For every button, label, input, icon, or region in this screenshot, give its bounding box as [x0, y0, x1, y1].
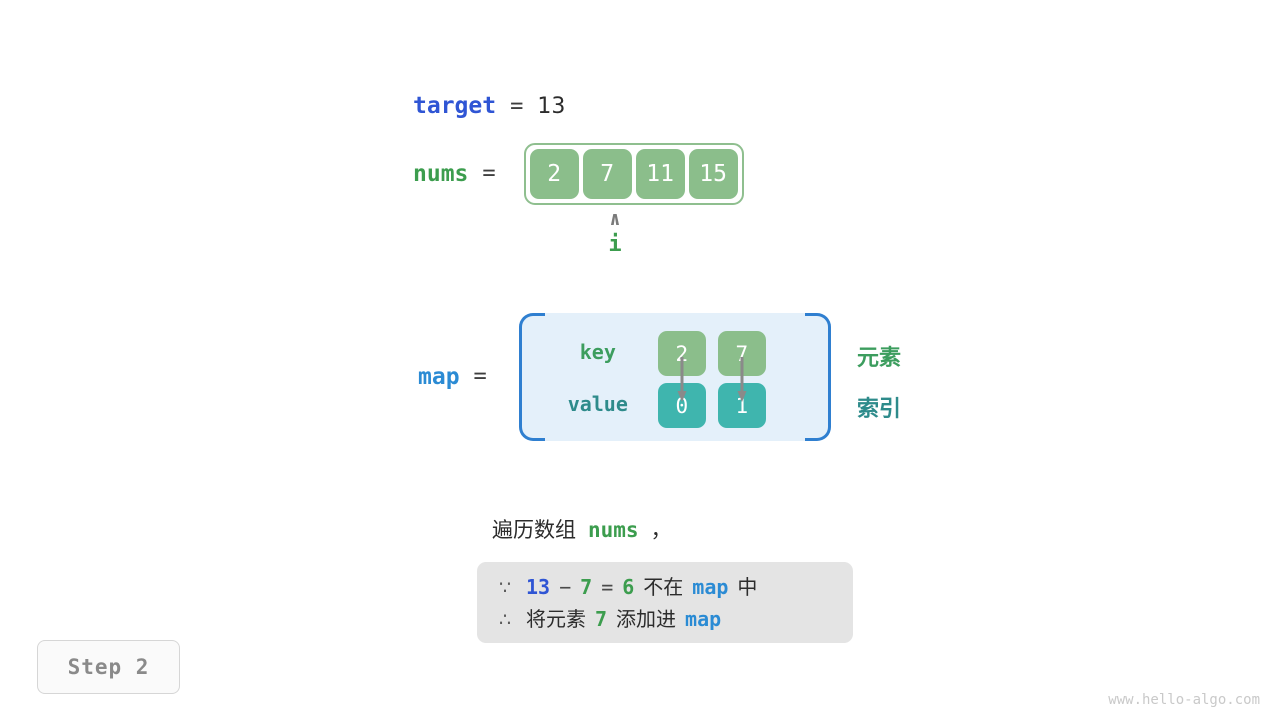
- nums-array-frame: 2 7 11 15: [523, 143, 744, 205]
- pointer-label-i: i: [608, 232, 622, 257]
- map-entry-column: 2 0: [657, 331, 706, 428]
- note-line-2: ∴ 将元素 7 添加进 map: [499, 603, 831, 635]
- pointer-caret-icon: ∧: [609, 208, 621, 230]
- note-text-add-lead: 将元素: [526, 607, 586, 631]
- because-symbol: ∵: [499, 577, 512, 599]
- map-container: key value 2 0 7 1: [518, 313, 831, 441]
- note-text-not-in: 不在: [643, 575, 684, 599]
- map-key-cell: 2: [657, 331, 706, 376]
- watermark: www.hello-algo.com: [1108, 692, 1260, 708]
- note-operand-target: 13: [526, 575, 551, 599]
- nums-row: nums = 2 7 11 15: [413, 143, 744, 205]
- note-text-add-mid: 添加进: [616, 607, 677, 631]
- note-map-reference: map: [685, 607, 722, 631]
- map-key-cell: 7: [717, 331, 766, 376]
- caption-text-after: ，: [650, 518, 672, 542]
- target-equals-sign: =: [510, 94, 524, 119]
- therefore-symbol: ∴: [499, 609, 512, 631]
- caption-line: 遍历数组 nums ，: [492, 514, 672, 544]
- note-added-element: 7: [595, 607, 608, 631]
- array-cell: 11: [635, 149, 685, 199]
- side-label-index: 索引: [857, 397, 902, 422]
- nums-equals-sign: =: [482, 161, 496, 186]
- map-key-row-label: key: [579, 340, 616, 364]
- note-text-tail: 中: [737, 575, 758, 599]
- caption-code-nums: nums: [588, 518, 639, 542]
- map-variable-name: map: [418, 364, 460, 390]
- caption-text-before: 遍历数组: [492, 518, 576, 542]
- side-label-element: 元素: [857, 346, 902, 371]
- map-row: map = key value 2 0 7 1: [418, 313, 831, 441]
- target-variable-name: target: [413, 93, 497, 119]
- step-badge: Step 2: [37, 640, 180, 694]
- note-line-1: ∵ 13 − 7 = 6 不在 map 中: [499, 571, 831, 603]
- note-minus-sign: −: [559, 575, 572, 599]
- map-bracket-left: [518, 313, 545, 441]
- map-bracket-right: [804, 313, 831, 441]
- target-row: target = 13: [413, 93, 565, 119]
- note-map-reference: map: [692, 575, 729, 599]
- array-cell: 15: [688, 149, 738, 199]
- array-cell: 2: [529, 149, 579, 199]
- map-value-cell: 0: [657, 383, 706, 428]
- map-value-row-label: value: [567, 392, 628, 416]
- map-entry-column: 7 1: [717, 331, 766, 428]
- note-operand-current: 7: [580, 575, 593, 599]
- array-cell: 7: [582, 149, 632, 199]
- map-equals-sign: =: [473, 364, 487, 389]
- note-result: 6: [622, 575, 635, 599]
- nums-variable-name: nums: [413, 161, 469, 187]
- target-value: 13: [537, 94, 566, 119]
- note-equals-sign: =: [601, 575, 614, 599]
- map-value-cell: 1: [717, 383, 766, 428]
- note-box: ∵ 13 − 7 = 6 不在 map 中 ∴ 将元素 7 添加进 map: [477, 562, 853, 643]
